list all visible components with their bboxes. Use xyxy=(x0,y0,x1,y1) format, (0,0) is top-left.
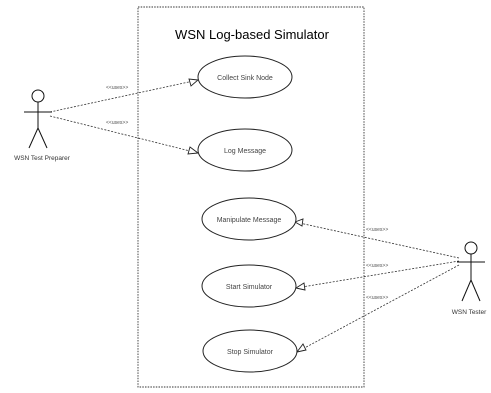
arrowhead-stop xyxy=(295,343,307,353)
stereotype-label: <<uses>> xyxy=(106,120,128,126)
use-case-label: Collect Sink Node xyxy=(217,75,273,82)
use-case-ellipse[interactable] xyxy=(202,329,298,373)
use-case-ellipse[interactable] xyxy=(197,128,293,172)
arrowhead-manipulate xyxy=(293,218,304,227)
use-case-stop-simulator[interactable]: Stop Simulator xyxy=(202,329,298,373)
use-case-ellipse[interactable] xyxy=(201,197,297,241)
association-preparer-log xyxy=(49,115,199,154)
associations xyxy=(49,78,460,353)
system-title: WSN Log-based Simulator xyxy=(175,27,330,42)
actor-label: WSN Test Preparer xyxy=(14,155,71,162)
use-case-label: Start Simulator xyxy=(226,284,273,291)
use-case-ellipse[interactable] xyxy=(201,264,297,308)
arrowhead-start xyxy=(294,282,306,291)
use-case-label: Manipulate Message xyxy=(217,217,282,224)
use-case-start-simulator[interactable]: Start Simulator xyxy=(201,264,297,308)
system-boundary xyxy=(137,6,365,388)
association-tester-stop xyxy=(296,264,460,353)
actor-stick-figure-icon xyxy=(457,241,485,302)
stereotype-label: <<uses>> xyxy=(366,227,388,233)
use-case-log-message[interactable]: Log Message xyxy=(197,128,293,172)
actor-label: WSN Tester xyxy=(452,309,487,316)
actor-wsn-tester[interactable]: WSN Tester xyxy=(452,241,487,316)
arrowhead-collect xyxy=(188,78,200,87)
use-case-ellipse[interactable] xyxy=(197,55,293,99)
stereotype-label: <<uses>> xyxy=(366,295,388,301)
actor-wsn-test-preparer[interactable]: WSN Test Preparer xyxy=(14,89,71,162)
stereotype-label: <<uses>> xyxy=(106,85,128,91)
arrowhead-log xyxy=(187,146,200,155)
use-case-collect-sink-node[interactable]: Collect Sink Node xyxy=(197,55,293,99)
association-preparer-collect xyxy=(49,79,199,113)
association-tester-start xyxy=(295,260,460,289)
use-case-label: Stop Simulator xyxy=(227,349,274,356)
use-case-label: Log Message xyxy=(224,148,266,155)
actor-stick-figure-icon xyxy=(24,89,52,149)
use-case-manipulate-message[interactable]: Manipulate Message xyxy=(201,197,297,241)
stereotype-label: <<uses>> xyxy=(366,263,388,269)
